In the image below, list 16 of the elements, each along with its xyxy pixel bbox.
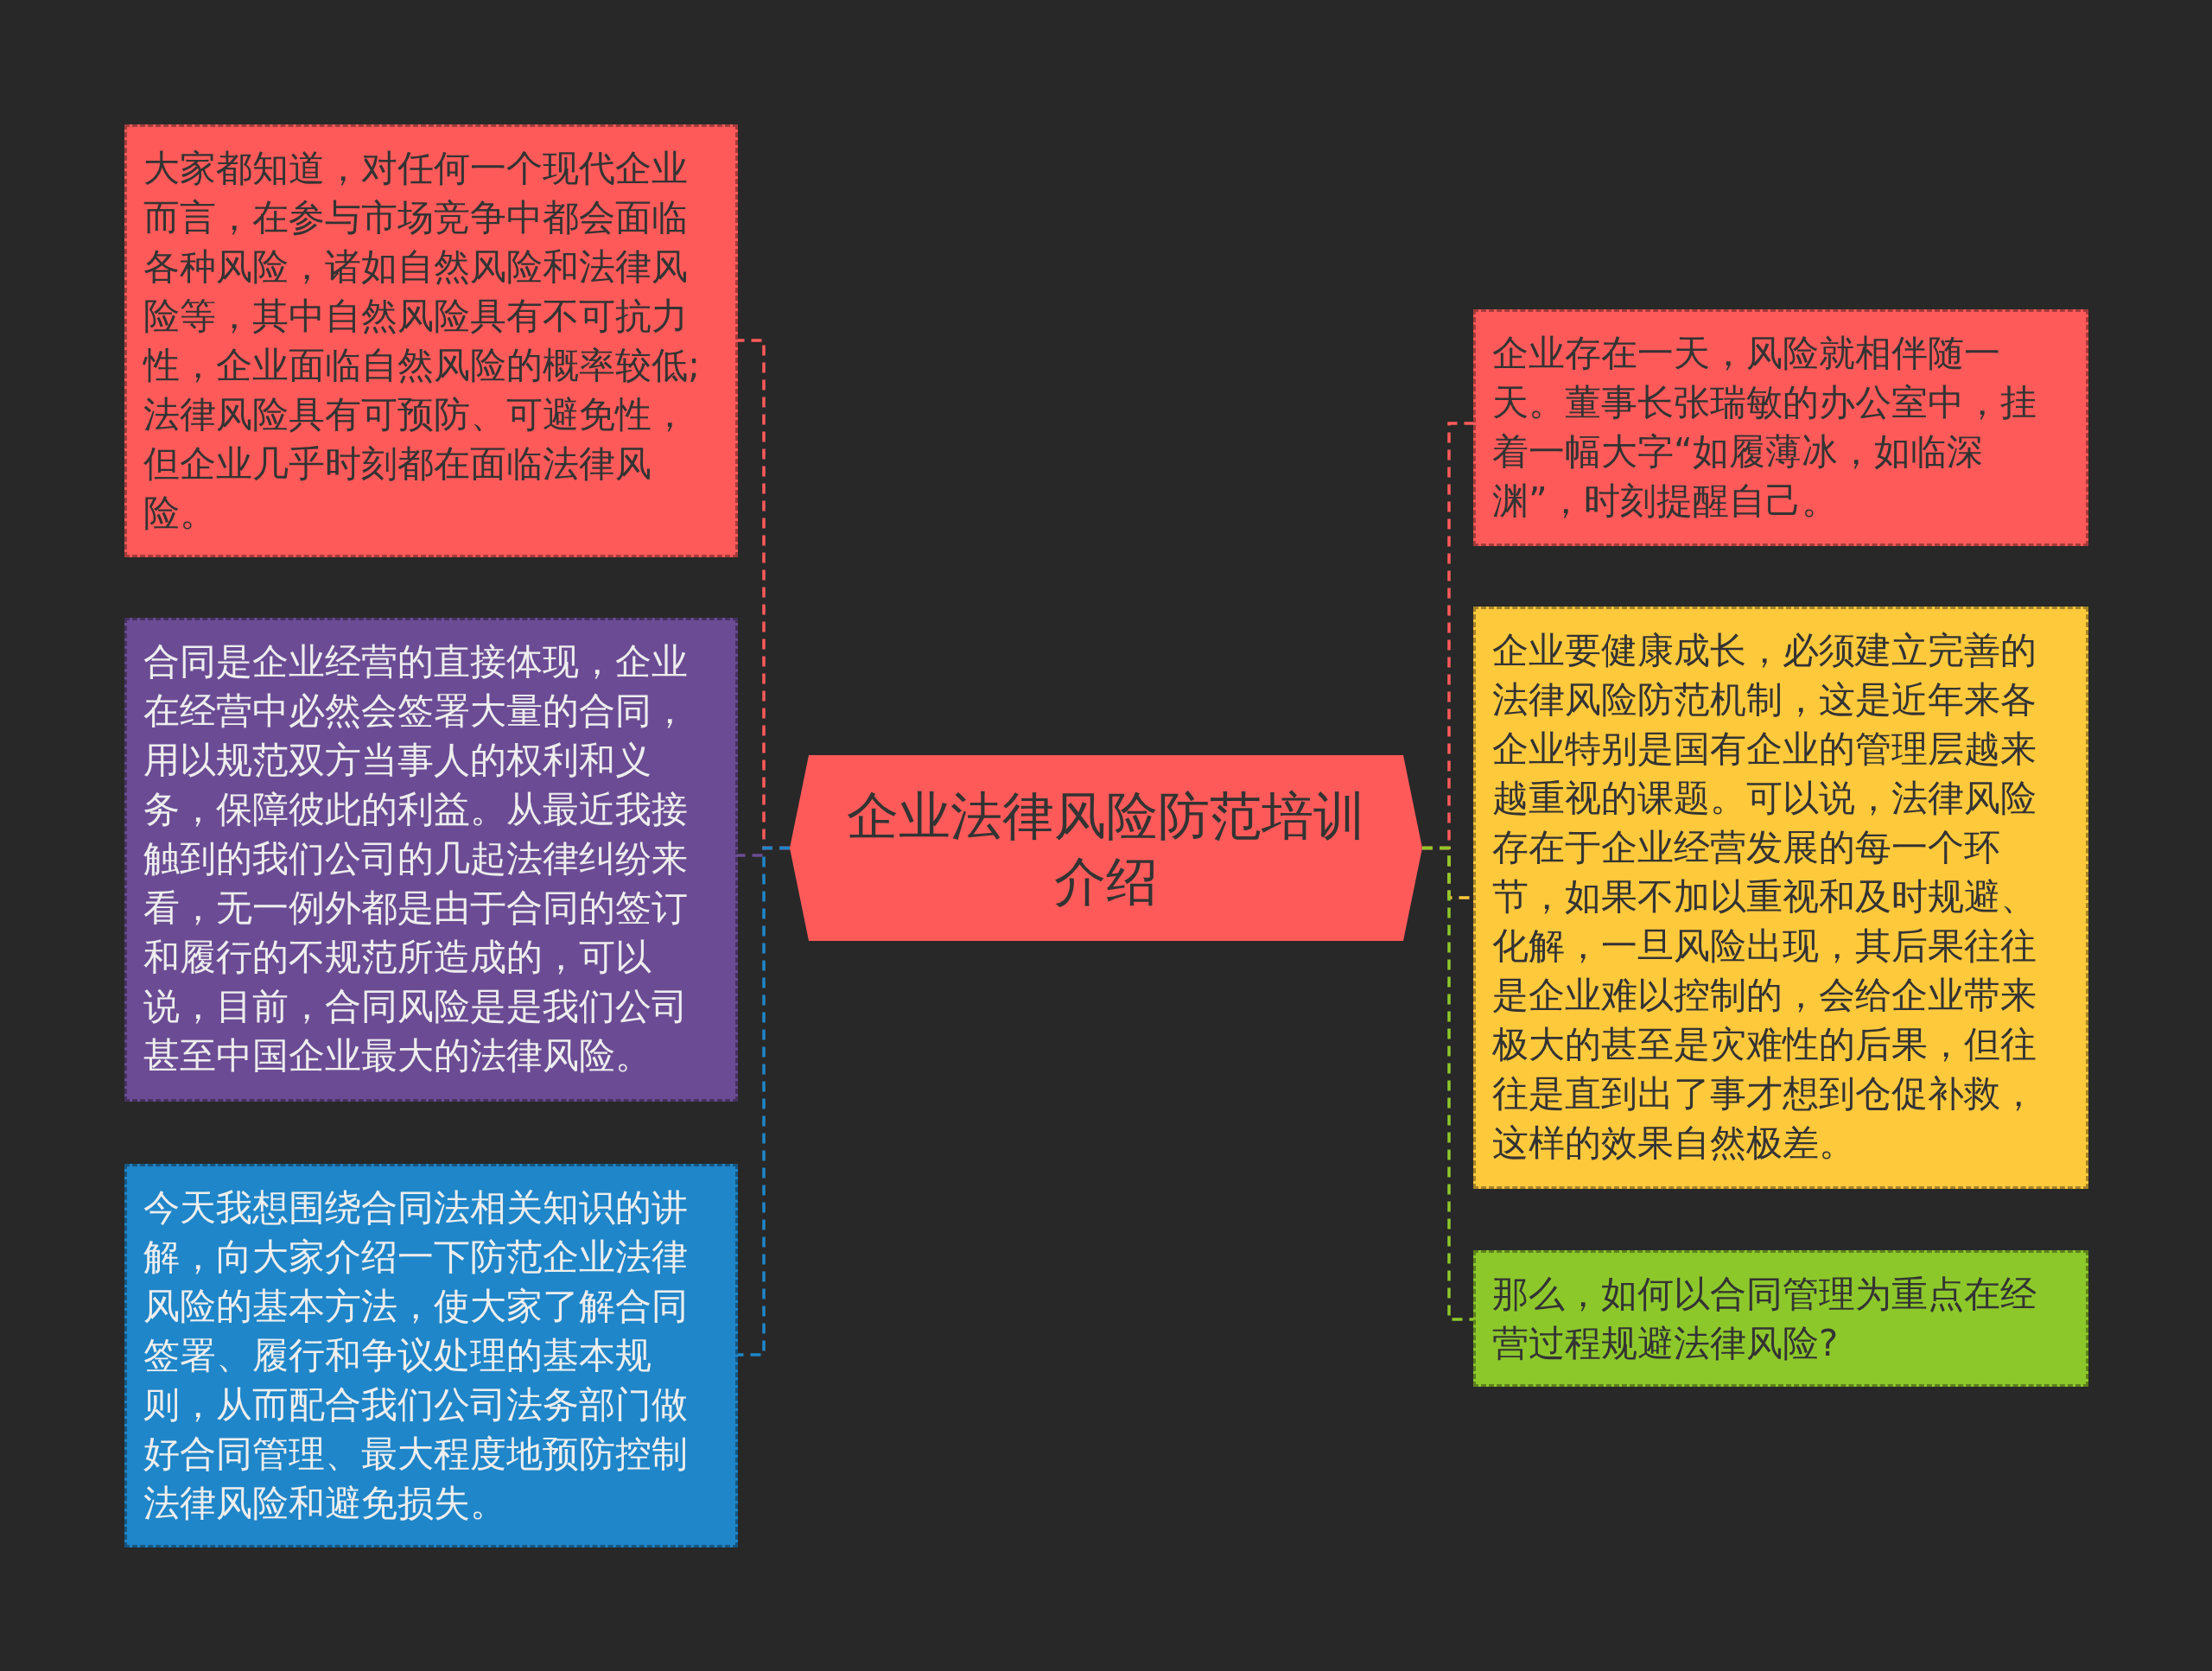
- box-text: 合同是企业经营的直接体现，企业在经营中必然会签署大量的合同，用以规范双方当事人的权利和义务，保障彼此的利益。从最近我接触到的我们公司的几起法律纠纷来看，无一例外都是由于合同的签订和履行的不规范所造成的，可以说，目前，合同风险是是我们公司甚至中国企业最大的法律风险。: [143, 639, 689, 1078]
- connector-line: [738, 846, 790, 1356]
- box-text: 企业存在一天，风险就相伴随一天。董事长张瑞敏的办公室中，挂着一幅大字“如履薄冰，如临深渊”，时刻提醒自己。: [1492, 331, 2037, 524]
- box-text: 企业要健康成长，必须建立完善的法律风险防范机制，这是近年来各企业特别是国有企业的管理层越来越重视的课题。可以说，法律风险存在于企业经营发展的每一个环节，如果不加以重视和及时规避、化解，一旦风险出现，其后果往往是企业难以控制的，会给企业带来极大的甚至是灾难性的后果，但往往是直到出了事才想到仓促补救，这样的效果自然极差。: [1492, 628, 2037, 1166]
- text-box: [124, 124, 738, 557]
- text-box: [1473, 1250, 2088, 1387]
- box-text: 大家都知道，对任何一个现代企业而言，在参与市场竞争中都会面临各种风险，诸如自然风险和法律风险等，其中自然风险具有不可抗力性，企业面临自然风险的概率较低;法律风险具有可预防、可避免性，但企业几乎时刻都在面临法律风险。: [143, 146, 702, 536]
- topic-text: 企业法律风险防范培训介绍: [846, 784, 1366, 913]
- box-text: 那么，如何以合同管理为重点在经营过程规避法律风险?: [1492, 1272, 2037, 1366]
- topic-hexagon: [790, 755, 1422, 941]
- text-box: [124, 1164, 738, 1547]
- text-box: [1473, 607, 2088, 1189]
- text-box: [1473, 309, 2088, 546]
- box-text: 今天我想围绕合同法相关知识的讲解，向大家介绍一下防范企业法律风险的基本方法，使大家了解合同签署、履行和争议处理的基本规则，从而配合我们公司法务部门做好合同管理、最大程度地预防控制法律风险和避免损失。: [143, 1185, 689, 1526]
- text-box: [124, 618, 738, 1102]
- connector-line: [1422, 846, 1473, 1321]
